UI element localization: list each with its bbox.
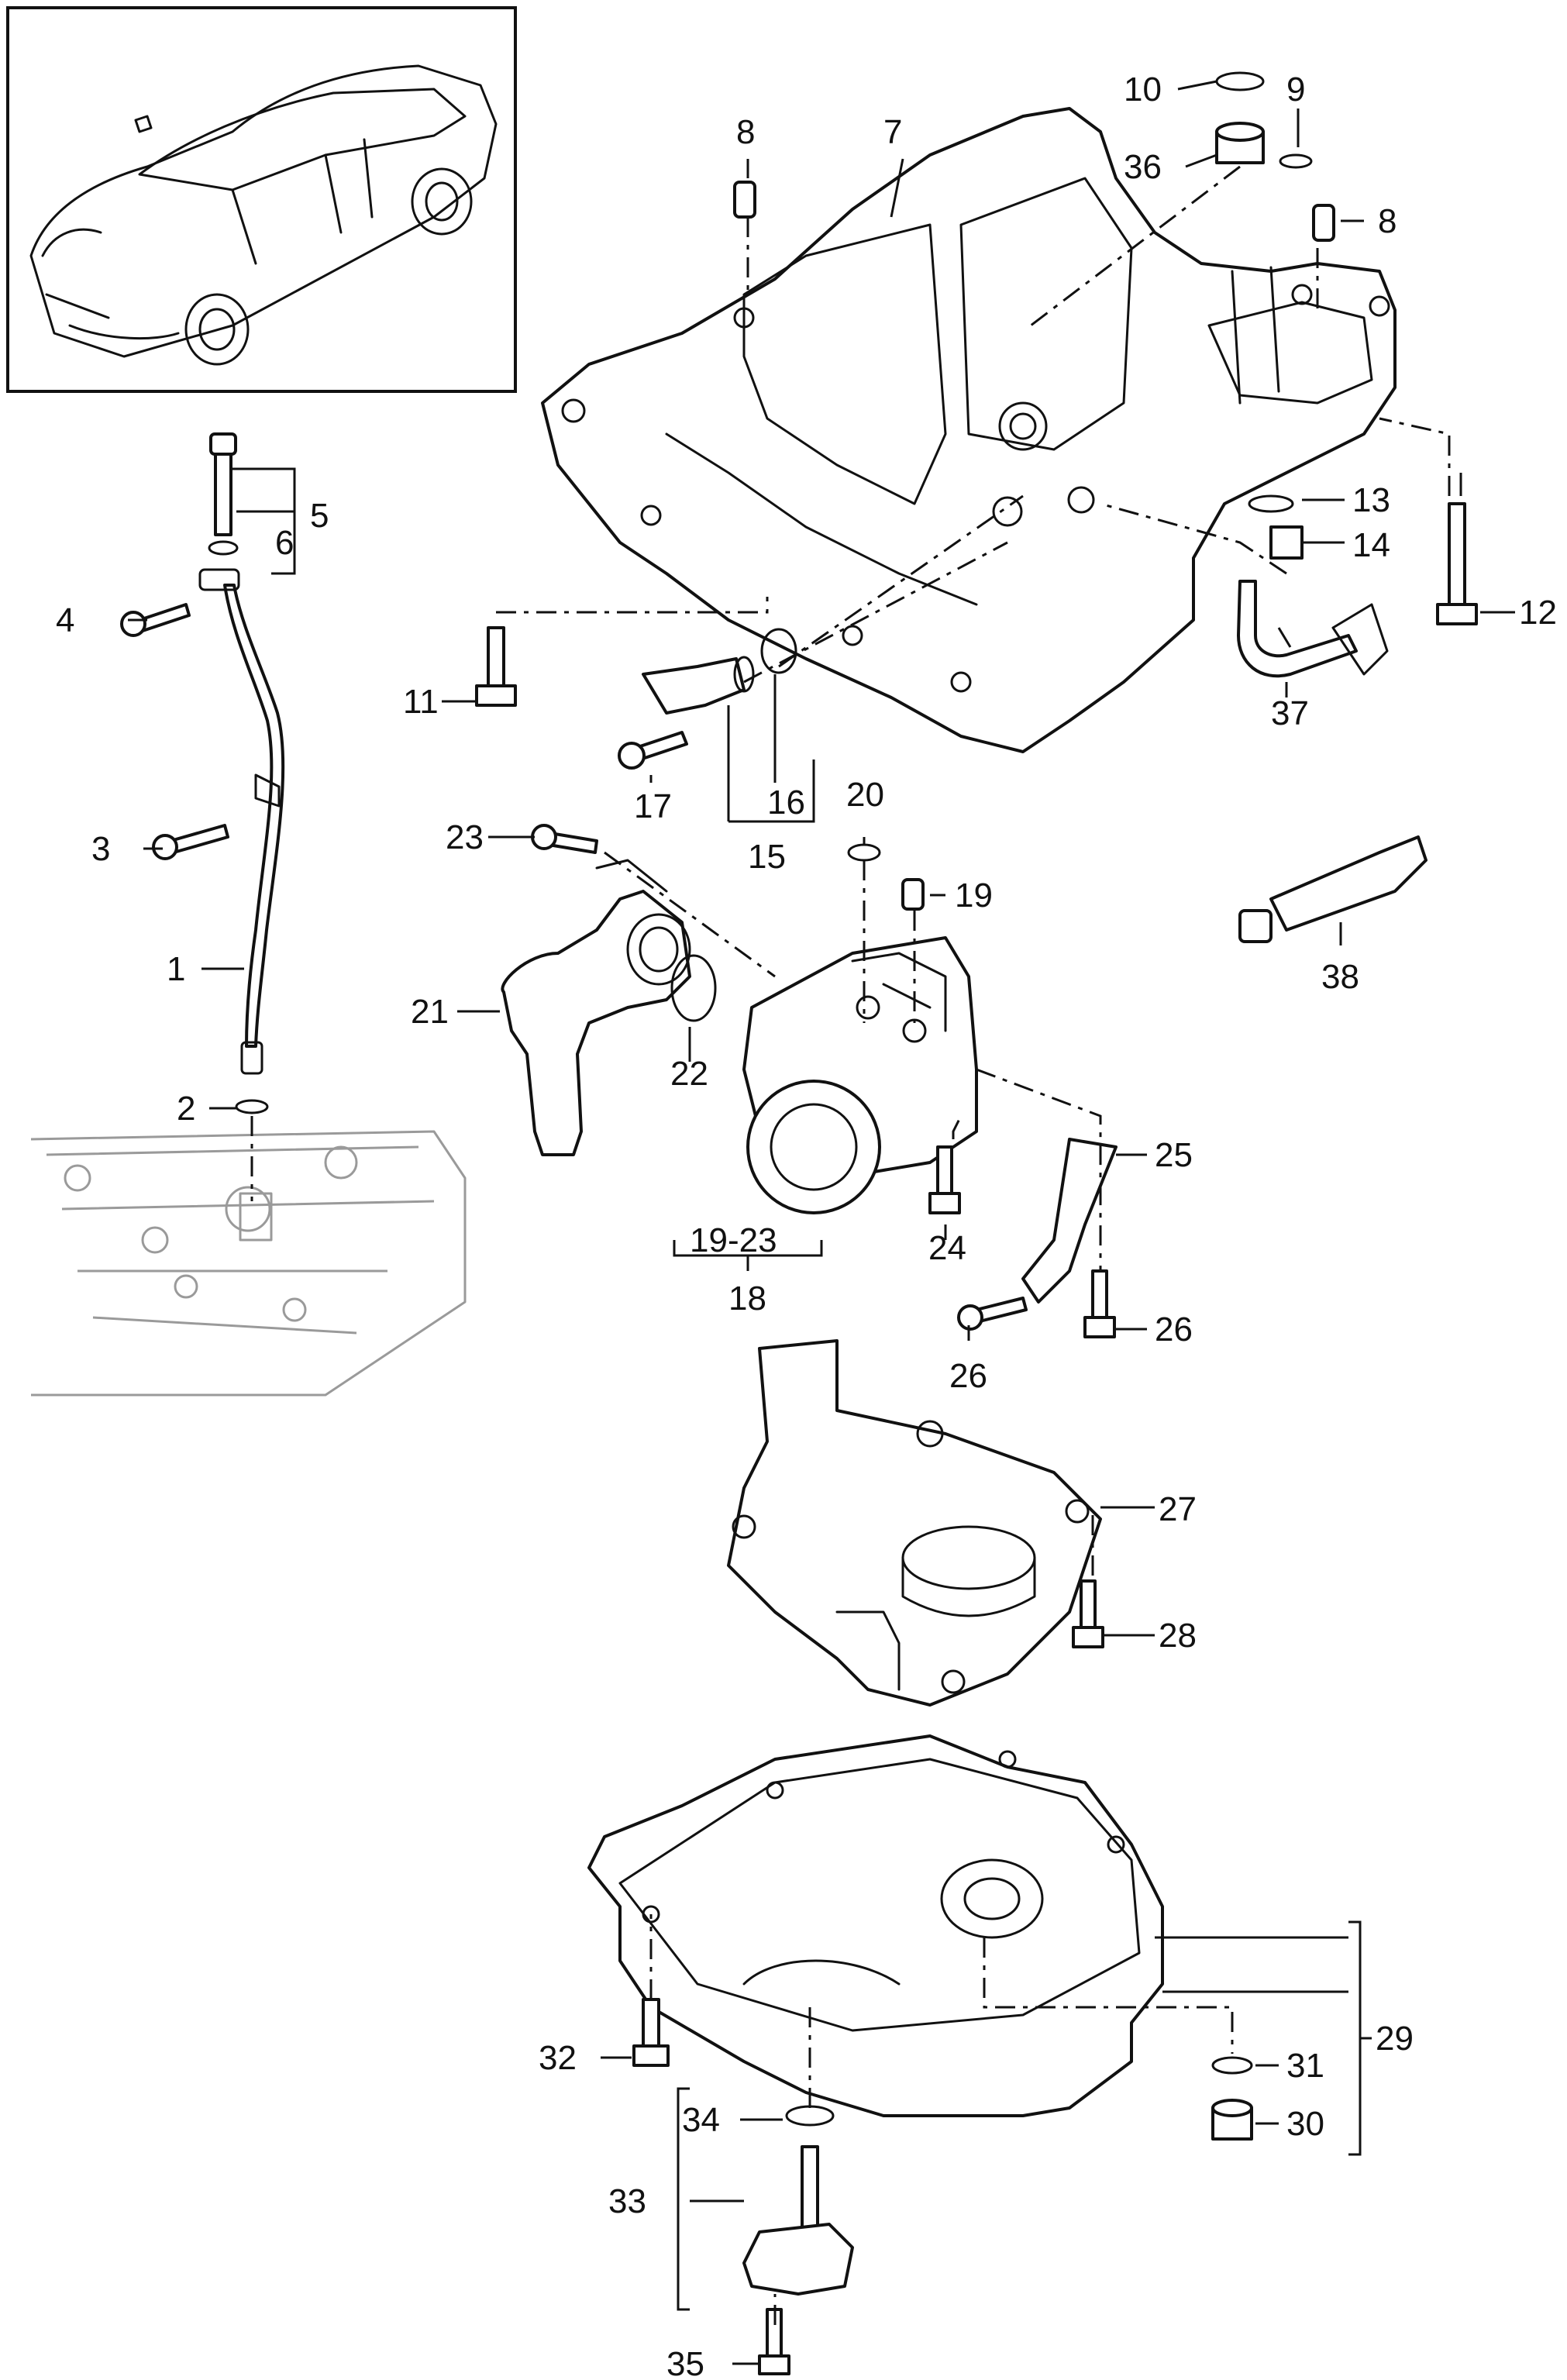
vehicle-thumbnail [6,6,517,393]
callout-26a: 26 [1155,1311,1193,1348]
callout-1: 1 [167,950,185,988]
callout-30: 30 [1286,2105,1324,2143]
callout-27: 27 [1159,1490,1197,1528]
callout-23: 23 [446,818,484,856]
callout-26b: 26 [949,1357,987,1395]
callout-19: 19 [955,877,993,914]
leader-lines [128,80,1515,2365]
callout-3: 3 [91,830,110,868]
callout-29: 29 [1376,2020,1414,2058]
callout-37: 37 [1271,694,1309,732]
callout-8a: 8 [736,113,755,151]
car-icon [29,64,498,366]
callout-10: 10 [1124,71,1162,108]
callout-9: 9 [1286,71,1305,108]
oil-baffle-tray [727,1339,1102,1707]
callout-21: 21 [411,993,449,1031]
callout-31: 31 [1286,2047,1324,2085]
callout-14: 14 [1352,526,1390,564]
callout-8b: 8 [1378,202,1397,240]
callout-38: 38 [1321,958,1359,996]
dipstick-guide-tube [198,568,285,1075]
callout-35: 35 [666,2345,704,2380]
callout-34: 34 [682,2101,720,2139]
callout-7: 7 [883,113,902,151]
lower-oil-pan [587,1734,1164,2117]
callout-16: 16 [767,784,805,821]
callout-17: 17 [634,787,672,825]
callout-labels: 1 2 3 4 5 6 7 8 8 9 10 11 12 13 14 15 16… [56,71,1557,2380]
callout-24: 24 [928,1229,966,1267]
callout-20: 20 [846,776,884,814]
callout-36: 36 [1124,148,1162,186]
engine-block-reference [30,1130,467,1397]
callout-32: 32 [539,2039,577,2077]
callout-4: 4 [56,601,74,639]
callout-2: 2 [177,1090,195,1128]
callout-18: 18 [728,1280,766,1317]
callout-11: 11 [403,683,439,721]
callout-5: 5 [310,497,329,535]
callout-28: 28 [1159,1617,1197,1655]
callout-6: 6 [275,524,294,562]
hardware-parts [120,71,1478,2375]
oil-suction-strainer [501,859,691,1156]
callout-22: 22 [670,1055,708,1093]
upper-oil-pan-ladder-frame [541,107,1397,753]
callout-25: 25 [1155,1136,1193,1174]
callout-33: 33 [608,2182,646,2220]
callout-13: 13 [1352,481,1390,519]
oil-pump-assembly [742,936,978,1214]
callout-15: 15 [748,838,786,876]
callout-12: 12 [1519,594,1557,632]
callout-19-23: 19-23 [690,1221,777,1259]
